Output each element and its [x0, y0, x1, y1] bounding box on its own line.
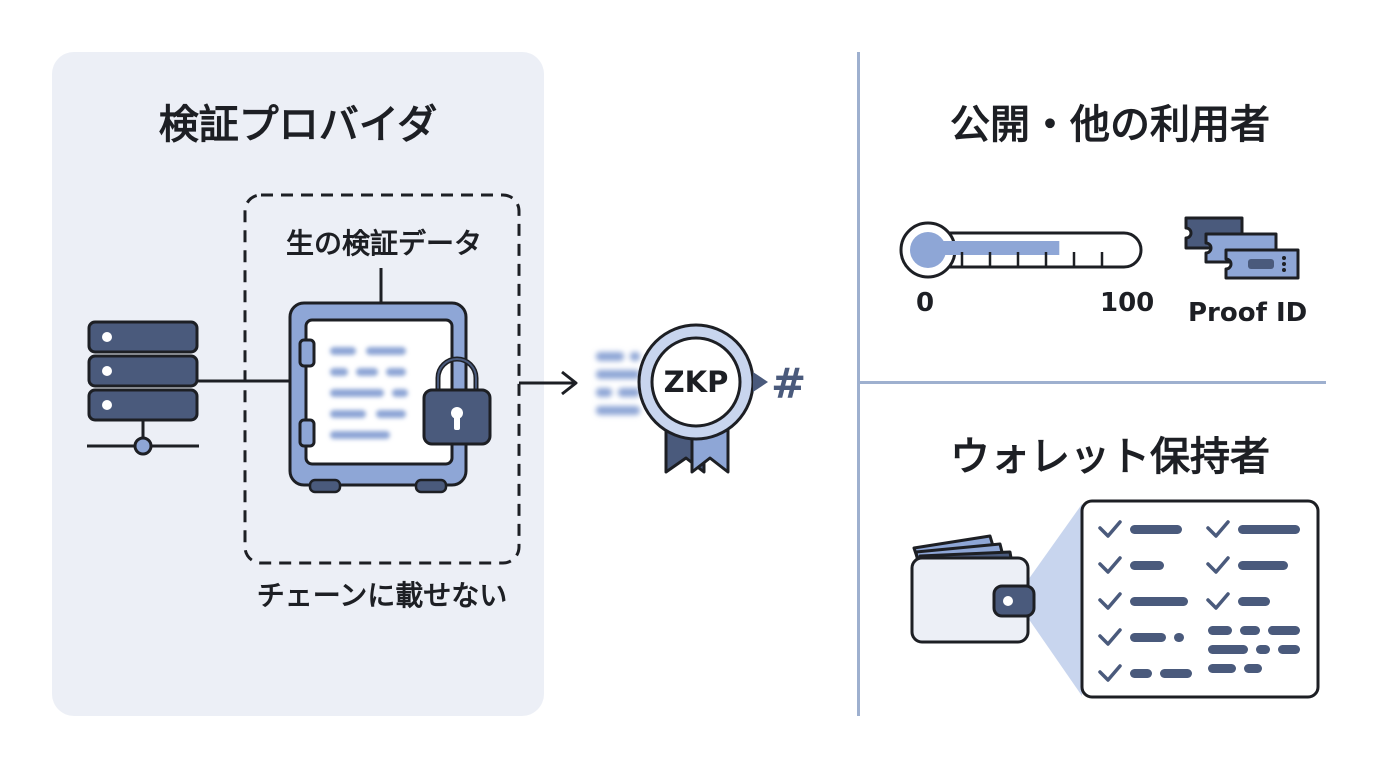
hash-icon: # [771, 359, 807, 408]
raw-data-label: 生の検証データ [285, 227, 482, 260]
zkp-badge-label: ZKP [663, 365, 729, 399]
proof-id-label: Proof ID [1188, 298, 1308, 328]
vertical-divider [857, 52, 860, 716]
public-title: 公開・他の利用者 [950, 102, 1270, 148]
gauge-min-label: 0 [916, 288, 935, 318]
horizontal-divider [860, 381, 1326, 384]
wallet-title: ウォレット保持者 [950, 434, 1270, 480]
provider-title: 検証プロバイダ [158, 102, 438, 148]
not-on-chain-label: チェーンに載せない [256, 579, 508, 612]
gauge-max-label: 100 [1100, 288, 1155, 318]
